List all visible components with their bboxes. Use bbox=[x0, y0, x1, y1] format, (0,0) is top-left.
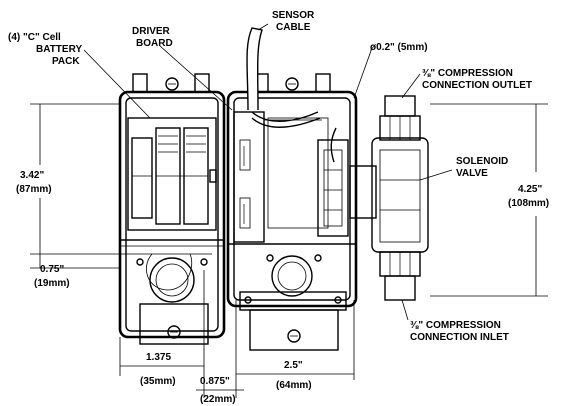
battery-label-line2: BATTERY bbox=[36, 44, 82, 55]
driver-label-line2: BOARD bbox=[136, 38, 173, 49]
dim-342-in: 3.42" bbox=[20, 170, 44, 181]
outlet-label-line2: CONNECTION OUTLET bbox=[422, 80, 532, 91]
dim-075-mm: (19mm) bbox=[34, 278, 70, 289]
battery-label-line1: (4) "C" Cell bbox=[8, 32, 61, 43]
battery-pack-housing bbox=[118, 73, 226, 345]
outlet-label-line1: ⅜" COMPRESSION bbox=[422, 68, 513, 79]
screw-icon bbox=[165, 77, 179, 91]
dim-425-mm: (108mm) bbox=[508, 198, 549, 209]
hole-diameter-label: ø0.2" (5mm) bbox=[370, 42, 428, 53]
inlet-fitting bbox=[379, 251, 421, 301]
dim-25-in: 2.5" bbox=[284, 360, 303, 371]
callout-labels: (4) "C" Cell BATTERY PACK DRIVER BOARD S… bbox=[8, 10, 532, 343]
outlet-fitting bbox=[379, 95, 421, 141]
screw-icon bbox=[287, 329, 301, 343]
dim-075-in: 0.75" bbox=[40, 264, 64, 275]
dim-1375-in: 1.375 bbox=[146, 352, 171, 363]
driver-board bbox=[233, 111, 265, 243]
dim-425-in: 4.25" bbox=[518, 184, 542, 195]
dim-0875-in: 0.875" bbox=[200, 376, 230, 387]
driver-label-line1: DRIVER bbox=[132, 26, 171, 37]
screw-icon bbox=[167, 325, 181, 339]
battery-label-line3: PACK bbox=[52, 56, 80, 67]
leader-lines bbox=[83, 23, 453, 321]
battery-cells bbox=[127, 117, 217, 231]
driver-board-housing bbox=[226, 73, 358, 351]
sensor-label-line2: CABLE bbox=[276, 22, 311, 33]
dim-1375-mm: (35mm) bbox=[140, 376, 176, 387]
screw-icon bbox=[285, 77, 299, 91]
solenoid-label-line1: SOLENOID bbox=[456, 156, 508, 167]
dim-0875-mm: (22mm) bbox=[200, 394, 236, 405]
solenoid-label-line2: VALVE bbox=[456, 168, 488, 179]
dimension-lines bbox=[30, 103, 548, 398]
sensor-cable bbox=[246, 27, 321, 128]
inlet-label-line1: ⅜" COMPRESSION bbox=[410, 320, 501, 331]
solenoid-valve bbox=[317, 127, 429, 253]
dim-342-mm: (87mm) bbox=[16, 184, 52, 195]
inlet-label-line2: CONNECTION INLET bbox=[410, 332, 509, 343]
dim-25-mm: (64mm) bbox=[276, 380, 312, 391]
dimension-labels: 3.42" (87mm) 0.75" (19mm) 4.25" (108mm) … bbox=[16, 170, 549, 405]
sensor-label-line1: SENSOR bbox=[272, 10, 315, 21]
